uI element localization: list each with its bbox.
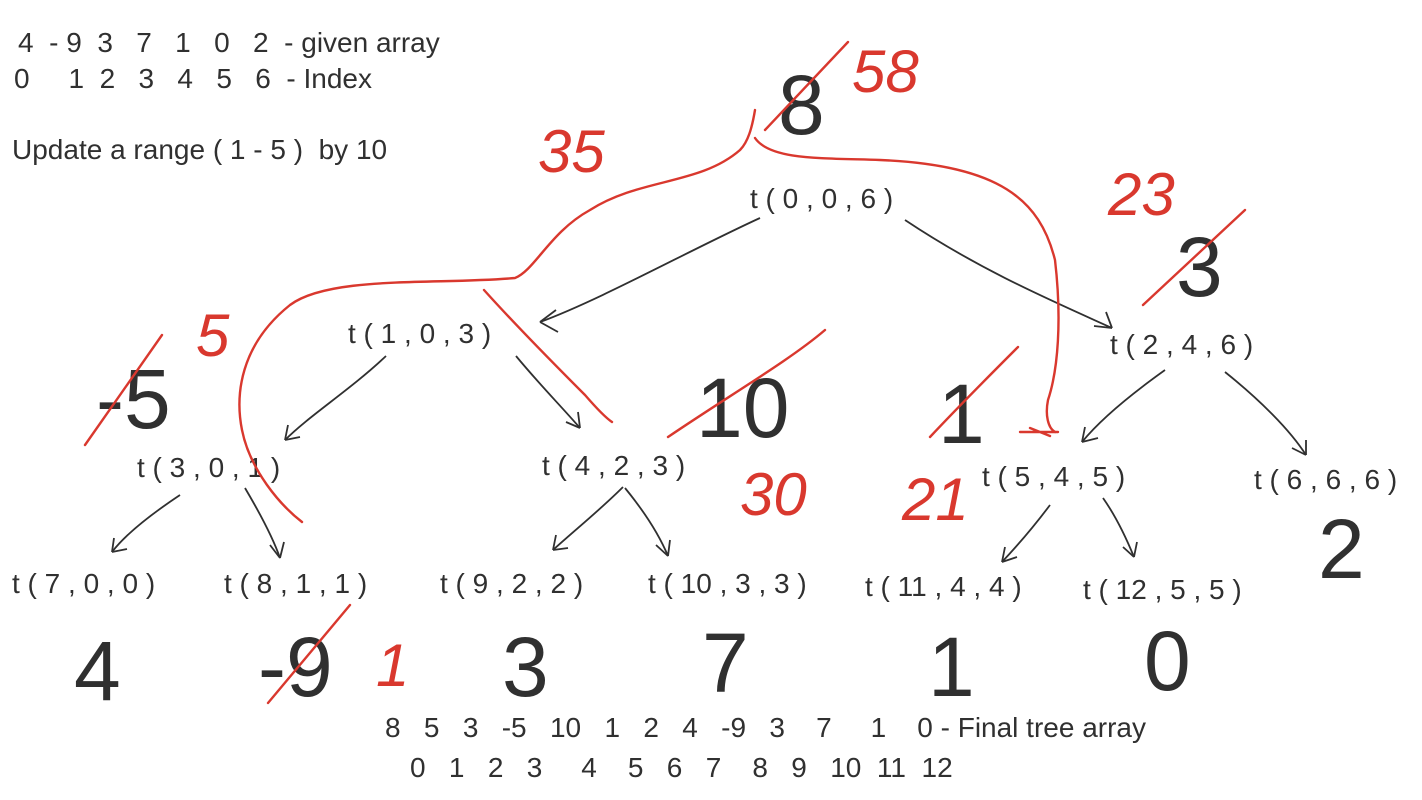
node-8-label: t ( 8 , 1 , 1 ) bbox=[224, 568, 367, 599]
node-10-label: t ( 10 , 3 , 3 ) bbox=[648, 568, 807, 599]
edge-4-9 bbox=[552, 486, 624, 551]
edge-0-1 bbox=[539, 217, 761, 323]
handwritten-21: 21 bbox=[901, 466, 969, 533]
node-3-label: t ( 3 , 0 , 1 ) bbox=[137, 452, 280, 483]
node-4-label: t ( 4 , 2 , 3 ) bbox=[542, 450, 685, 481]
node-12-value: 0 bbox=[1144, 614, 1191, 708]
index-text: 0 1 2 3 4 5 6 - Index bbox=[14, 63, 372, 94]
arrowhead-4-9 bbox=[552, 534, 569, 551]
given-array-text: 4 - 9 3 7 1 0 2 - given array bbox=[18, 27, 440, 58]
arrowhead-1-3 bbox=[284, 424, 301, 441]
node-5-label: t ( 5 , 4 , 5 ) bbox=[982, 461, 1125, 492]
edge-2-6 bbox=[1224, 371, 1307, 456]
strike-node-0 bbox=[763, 40, 850, 132]
tree-nodes: t ( 0 , 0 , 6 ) t ( 1 , 0 , 3 ) t ( 2 , … bbox=[12, 183, 1397, 605]
handwritten-1: 1 bbox=[376, 632, 409, 699]
node-2-label: t ( 2 , 4 , 6 ) bbox=[1110, 329, 1253, 360]
tree-index-text: 0 1 2 3 4 5 6 7 8 9 10 11 12 bbox=[410, 752, 953, 783]
node-0-label: t ( 0 , 0 , 6 ) bbox=[750, 183, 893, 214]
node-0-value: 8 bbox=[778, 58, 825, 152]
edge-2-5 bbox=[1081, 369, 1166, 443]
arrowhead-3-8 bbox=[269, 541, 285, 559]
edge-0-2 bbox=[904, 219, 1113, 329]
node-1-value: -5 bbox=[96, 352, 171, 446]
arrowhead-3-7 bbox=[111, 537, 128, 553]
arrowhead-0-2 bbox=[1093, 311, 1113, 329]
edge-3-7 bbox=[111, 494, 181, 553]
edge-5-11 bbox=[1001, 504, 1051, 563]
arrowhead-2-6 bbox=[1291, 440, 1307, 456]
handwritten-30: 30 bbox=[740, 461, 807, 528]
update-path-right bbox=[753, 136, 1060, 434]
node-7-label: t ( 7 , 0 , 0 ) bbox=[12, 568, 155, 599]
node-11-value: 1 bbox=[928, 620, 975, 714]
node-9-label: t ( 9 , 2 , 2 ) bbox=[440, 568, 583, 599]
handwritten-23: 23 bbox=[1107, 161, 1175, 228]
arrowhead-4-10 bbox=[655, 539, 671, 557]
arrowhead-5-12 bbox=[1122, 541, 1138, 558]
edge-1-4 bbox=[515, 355, 581, 429]
node-11-label: t ( 11 , 4 , 4 ) bbox=[865, 571, 1022, 602]
update-path-left bbox=[238, 108, 757, 524]
node-10-value: 7 bbox=[702, 616, 749, 710]
update-path-mid bbox=[482, 288, 614, 424]
node-9-value: 3 bbox=[502, 620, 549, 714]
handwritten-5: 5 bbox=[196, 302, 230, 369]
edge-3-8 bbox=[244, 487, 281, 559]
tree-edges bbox=[111, 217, 1307, 563]
final-tree-array-text: 8 5 3 -5 10 1 2 4 -9 3 7 1 0 - Final tre… bbox=[385, 712, 1146, 743]
node-6-value: 2 bbox=[1318, 502, 1365, 596]
arrowhead-5-11 bbox=[1001, 546, 1018, 563]
edge-5-12 bbox=[1102, 497, 1135, 558]
node-6-label: t ( 6 , 6 , 6 ) bbox=[1254, 464, 1397, 495]
strike-node-5 bbox=[928, 345, 1020, 439]
strike-node-4 bbox=[666, 328, 827, 439]
arrowhead-1-4 bbox=[565, 411, 581, 429]
handwritten-35: 35 bbox=[538, 118, 605, 185]
edge-4-10 bbox=[624, 487, 669, 557]
strike-node-1 bbox=[83, 333, 164, 447]
update-range-text: Update a range ( 1 - 5 ) by 10 bbox=[12, 134, 387, 165]
node-12-label: t ( 12 , 5 , 5 ) bbox=[1083, 574, 1242, 605]
arrowhead-0-1 bbox=[539, 309, 559, 333]
node-1-label: t ( 1 , 0 , 3 ) bbox=[348, 318, 491, 349]
handwritten-58: 58 bbox=[852, 38, 919, 105]
strike-node-2 bbox=[1141, 208, 1247, 307]
node-values: 8 -5 3 10 1 2 4 -9 3 7 1 0 bbox=[74, 58, 1365, 718]
red-annotations: 58 35 23 5 30 21 1 bbox=[83, 38, 1247, 705]
update-path-right-tip bbox=[1018, 426, 1060, 438]
arrowhead-2-5 bbox=[1081, 426, 1099, 443]
strike-node-8 bbox=[266, 603, 352, 705]
edge-1-3 bbox=[284, 355, 387, 441]
node-7-value: 4 bbox=[74, 624, 121, 718]
node-5-value: 1 bbox=[938, 367, 985, 461]
